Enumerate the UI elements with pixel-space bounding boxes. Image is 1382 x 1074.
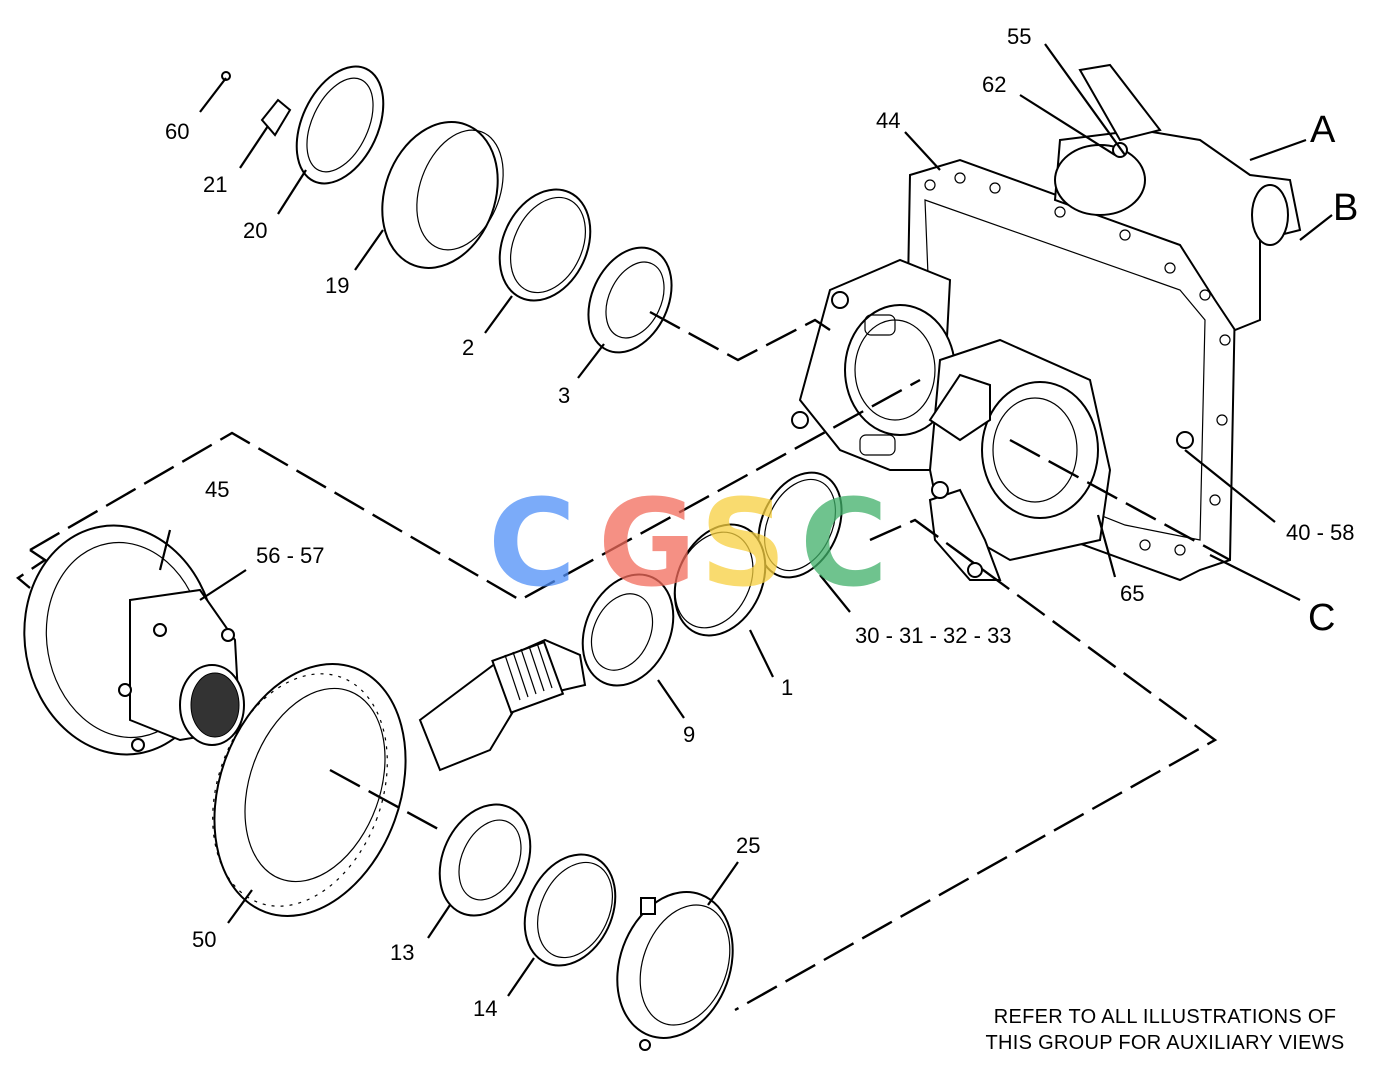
watermark-letter-2: G: [598, 475, 697, 614]
callout-9: 9: [683, 722, 695, 747]
upper-parts: [221, 65, 673, 354]
leader-lines: [158, 43, 1333, 997]
callout-labels: 55 62 44 60 21 20 19 2 3 45 56 - 57 30 -…: [165, 24, 1358, 1021]
callout-19: 19: [325, 273, 349, 298]
callout-20: 20: [243, 218, 267, 243]
callout-21: 21: [203, 172, 227, 197]
callout-44: 44: [876, 108, 900, 133]
view-label-b: B: [1333, 187, 1358, 229]
watermark-letter-4: C: [800, 475, 888, 614]
callout-65: 65: [1120, 581, 1144, 606]
callout-1: 1: [781, 675, 793, 700]
watermark-letter-3: S: [700, 475, 786, 614]
callout-45: 45: [205, 477, 229, 502]
callout-50: 50: [192, 927, 216, 952]
callout-14: 14: [473, 996, 497, 1021]
callout-2: 2: [462, 335, 474, 360]
middle-parts: [418, 471, 843, 772]
callout-55: 55: [1007, 24, 1031, 49]
callout-40-58: 40 - 58: [1286, 520, 1355, 545]
ring-gear: [212, 663, 407, 917]
watermark-letter-1: C: [488, 475, 576, 614]
callout-56-57: 56 - 57: [256, 543, 325, 568]
lower-parts: [438, 803, 734, 1051]
view-label-a: A: [1310, 109, 1336, 151]
callout-30-31-32-33: 30 - 31 - 32 - 33: [855, 623, 1012, 648]
callout-62: 62: [982, 72, 1006, 97]
phantom-lines: [15, 310, 1231, 1012]
callout-25: 25: [736, 833, 760, 858]
note-line-1: REFER TO ALL ILLUSTRATIONS OF: [993, 1006, 1337, 1028]
auxiliary-views-note: REFER TO ALL ILLUSTRATIONS OF THIS GROUP…: [950, 1004, 1380, 1056]
callout-60: 60: [165, 119, 189, 144]
view-label-c: C: [1308, 597, 1335, 639]
note-line-2: THIS GROUP FOR AUXILIARY VIEWS: [985, 1032, 1345, 1054]
callout-13: 13: [390, 940, 414, 965]
differential-assembly: [23, 524, 245, 756]
housing-assembly: [791, 63, 1302, 582]
pinion-spline: [504, 642, 553, 701]
watermark: C G S C: [488, 475, 888, 614]
callout-3: 3: [558, 383, 570, 408]
